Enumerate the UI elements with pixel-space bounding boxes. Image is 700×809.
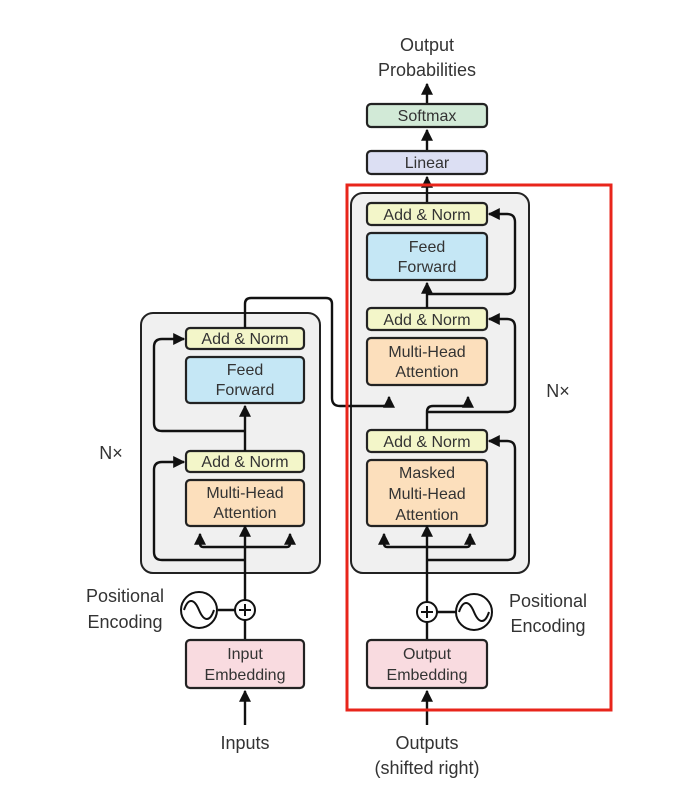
encoder-positional-label-line1: Positional [86,586,164,606]
decoder-masked-line1: Masked [399,465,455,482]
linear-block [365,149,489,176]
softmax-block [365,102,489,129]
decoder-add-norm-top-label: Add & Norm [383,207,470,224]
inputs-label: Inputs [220,733,269,753]
input-embedding-block [184,638,306,690]
output-embedding-line2: Embedding [387,667,468,684]
decoder-add-norm-top [365,201,489,227]
input-embedding-line1: Input [227,646,263,663]
decoder-mha-line2: Attention [395,364,458,381]
encoder-ff-line2: Forward [216,382,275,399]
outputs-label-line1: Outputs [395,733,458,753]
linear-label: Linear [405,155,450,172]
decoder-repeat-label: N× [546,381,570,401]
decoder-masked-line2: Multi-Head [388,486,465,503]
decoder-mha-line1: Multi-Head [388,344,465,361]
decoder-ff-line2: Forward [398,259,457,276]
output-embedding-block [365,638,489,690]
encoder-repeat-label: N× [99,443,123,463]
decoder-add-norm-mid-label: Add & Norm [383,312,470,329]
outputs-label-line2: (shifted right) [374,758,479,778]
output-probabilities-label-line2: Probabilities [378,60,476,80]
encoder-add-norm-bottom-label: Add & Norm [201,454,288,471]
input-embedding-line2: Embedding [205,667,286,684]
decoder-positional-label-line1: Positional [509,591,587,611]
decoder-ff-line1: Feed [409,239,445,256]
encoder-positional-label-line2: Encoding [87,612,162,632]
decoder-highlight-box [345,183,613,712]
decoder-add-norm-bottom-label: Add & Norm [383,434,470,451]
encoder-feed-forward [184,355,306,405]
encoder-mha-line1: Multi-Head [206,485,283,502]
softmax-label: Softmax [398,108,457,125]
encoder-panel [140,312,321,574]
encoder-ff-line1: Feed [227,362,263,379]
encoder-mha-line2: Attention [213,505,276,522]
decoder-feed-forward [365,231,489,282]
decoder-masked-line3: Attention [395,507,458,524]
output-probabilities-label: Output [400,35,454,55]
encoder-add-norm-top-label: Add & Norm [201,331,288,348]
decoder-positional-label-line2: Encoding [510,616,585,636]
output-embedding-line1: Output [403,646,452,663]
decoder-multi-head-attention [365,336,489,387]
